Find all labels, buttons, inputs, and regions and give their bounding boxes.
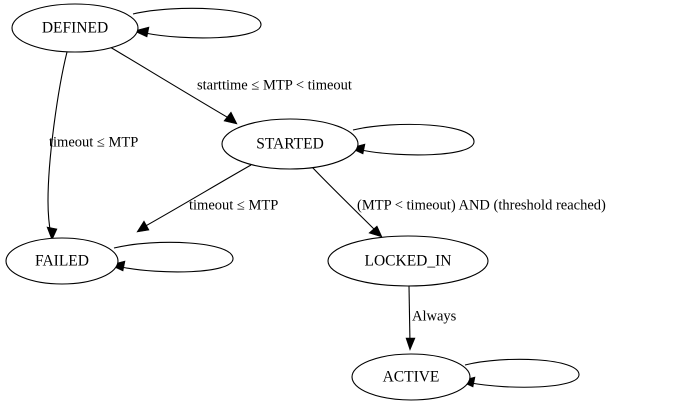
- node-failed-ellipse: [5, 237, 119, 285]
- edge-defined-started-path: [109, 46, 233, 121]
- node-started-label: STARTED: [256, 136, 324, 153]
- edge-failed-self[interactable]: [109, 241, 234, 273]
- edge-label-defined-failed: timeout ≤ MTP: [49, 134, 138, 150]
- node-started[interactable]: STARTED: [221, 118, 359, 170]
- node-locked-in[interactable]: LOCKED_IN: [327, 235, 489, 287]
- edge-defined-self[interactable]: [132, 7, 262, 39]
- edge-defined-started[interactable]: starttime ≤ MTP < timeout: [109, 46, 352, 125]
- edge-locked-active-path: [408, 285, 411, 345]
- edge-started-failed[interactable]: timeout ≤ MTP: [136, 164, 278, 233]
- edge-active-self-path: [464, 358, 580, 388]
- edge-label-defined-started: starttime ≤ MTP < timeout: [197, 77, 352, 93]
- edge-defined-failed[interactable]: timeout ≤ MTP: [46, 51, 138, 241]
- edge-started-self[interactable]: [349, 123, 475, 156]
- edge-defined-started-arrowhead: [223, 111, 238, 125]
- edge-defined-failed-path: [47, 51, 68, 236]
- edge-label-started-failed: timeout ≤ MTP: [189, 197, 278, 213]
- node-active-ellipse: [351, 353, 471, 401]
- edge-label-locked-active: Always: [412, 308, 457, 324]
- node-defined-ellipse: [11, 3, 139, 53]
- node-locked-in-ellipse: [327, 235, 489, 287]
- edge-started-failed-path: [141, 164, 252, 229]
- edge-defined-self-arrowhead: [133, 26, 150, 38]
- edge-started-locked-arrowhead: [368, 225, 383, 238]
- edge-started-self-path: [352, 123, 475, 156]
- node-failed-label: FAILED: [35, 253, 89, 270]
- edge-started-locked-path: [311, 166, 379, 234]
- edge-defined-failed-arrowhead: [46, 226, 58, 241]
- edge-failed-self-path: [113, 241, 234, 273]
- node-started-ellipse: [221, 118, 359, 170]
- nodes-layer: DEFINED STARTED FAILED LOCKED_IN ACTIVE: [5, 3, 489, 401]
- node-failed[interactable]: FAILED: [5, 237, 119, 285]
- node-locked-in-label: LOCKED_IN: [365, 253, 452, 270]
- edge-started-failed-arrowhead: [136, 220, 150, 233]
- node-defined-label: DEFINED: [42, 20, 108, 37]
- node-defined[interactable]: DEFINED: [11, 3, 139, 53]
- edge-locked-active[interactable]: Always: [405, 285, 457, 351]
- node-active[interactable]: ACTIVE: [351, 353, 471, 401]
- edge-started-locked[interactable]: (MTP < timeout) AND (threshold reached): [311, 166, 606, 238]
- edge-locked-active-arrowhead: [405, 337, 416, 351]
- node-active-label: ACTIVE: [383, 369, 440, 386]
- edges-layer: starttime ≤ MTP < timeout timeout ≤ MTP …: [46, 7, 606, 388]
- edge-label-started-locked: (MTP < timeout) AND (threshold reached): [357, 197, 606, 213]
- edge-defined-self-path: [132, 7, 262, 39]
- edge-active-self[interactable]: [459, 358, 580, 388]
